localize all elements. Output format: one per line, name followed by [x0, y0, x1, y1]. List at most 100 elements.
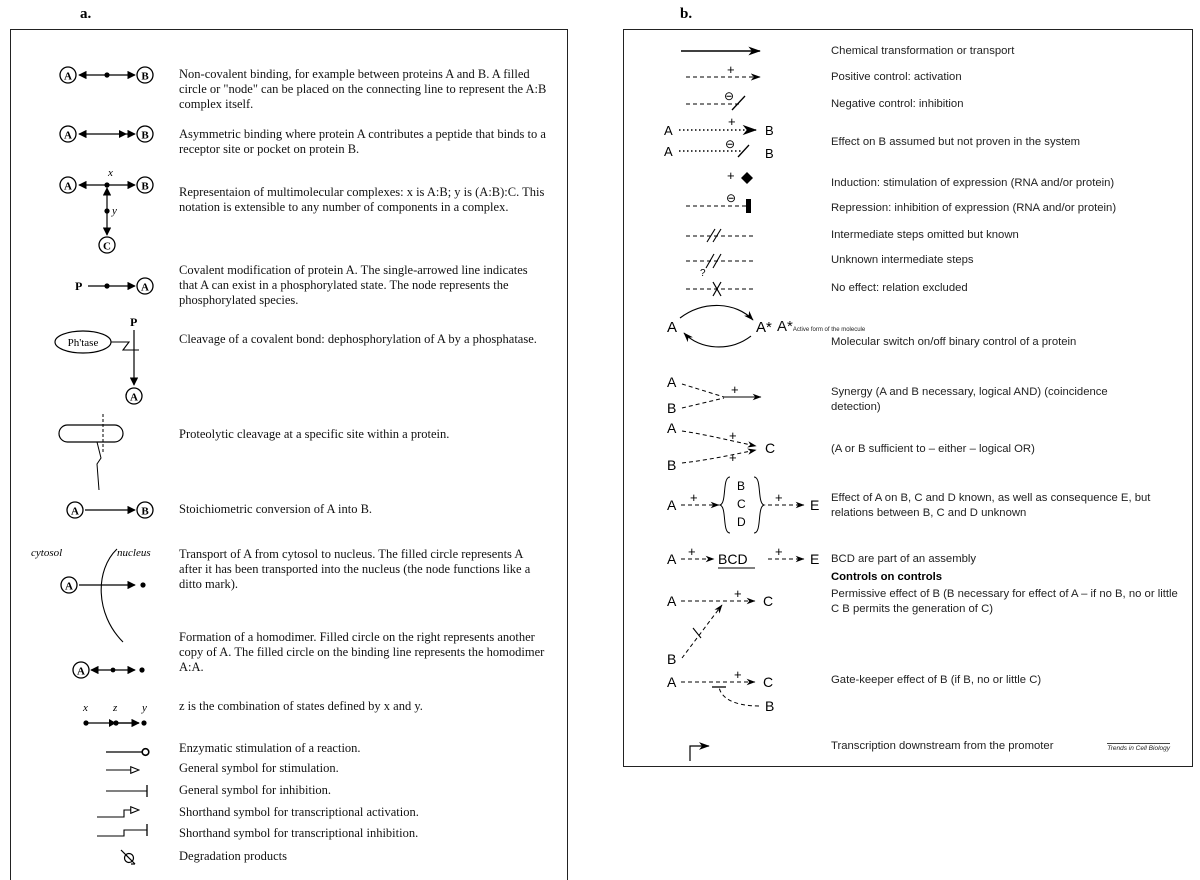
symbol-permissive: A + C B: [667, 586, 773, 667]
active-form-symbol: A*: [777, 318, 793, 335]
label-e: E: [810, 551, 819, 567]
label-a: A: [667, 551, 677, 567]
description-permissive: Permissive effect of B (B necessary for …: [831, 588, 1178, 615]
symbol-homodimer: A: [72, 661, 145, 679]
symbol-negative-control: ⊖: [686, 89, 746, 111]
label-x: x: [107, 167, 113, 179]
label-y: y: [111, 205, 117, 217]
label-a: A: [141, 282, 149, 294]
description-repression: Repression: inhibition of expression (RN…: [831, 202, 1117, 214]
description-molecular-switch: Molecular switch on/off binary control o…: [831, 336, 1077, 348]
panel-b: + ⊖ A + B A ⊖ B + ⊖: [623, 29, 1193, 767]
description-transcriptional-activation: Shorthand symbol for transcriptional act…: [179, 805, 419, 819]
label-b: B: [667, 457, 676, 473]
panel-a: A B A B x A B y C: [10, 29, 568, 880]
svg-text:+: +: [734, 586, 742, 601]
label-b: B: [765, 698, 774, 714]
symbol-bond-cleavage: Ph'tase P A: [54, 315, 143, 405]
svg-text:+: +: [775, 490, 783, 505]
active-form-legend: A*Active form of the molecule: [777, 318, 865, 336]
symbol-degradation: [120, 849, 136, 865]
symbol-multimolecular-complex: x A B y C: [59, 167, 154, 254]
label-a: A: [64, 130, 72, 142]
symbol-state-combination: x z y: [82, 702, 147, 728]
label-phtase: Ph'tase: [68, 337, 99, 349]
label-c: C: [765, 440, 775, 456]
panel-b-symbols: + ⊖ A + B A ⊖ B + ⊖: [664, 46, 819, 761]
description-asymmetric-binding: Asymmetric binding where protein A contr…: [179, 127, 546, 156]
symbol-molecular-switch: A A*: [667, 304, 772, 348]
symbol-non-covalent-binding: A B: [59, 66, 154, 84]
description-transcriptional-inhibition: Shorthand symbol for transcriptional inh…: [179, 826, 419, 840]
label-a: A: [667, 674, 677, 690]
description-assumed-effect: Effect on B assumed but not proven in th…: [831, 136, 1081, 148]
symbol-asymmetric-binding: A B: [59, 125, 154, 143]
label-a: A: [667, 497, 677, 513]
symbol-stoichiometric-conversion: A B: [66, 501, 154, 519]
symbol-steps-omitted: [686, 228, 756, 243]
svg-text:+: +: [727, 62, 735, 77]
label-a: A: [65, 581, 73, 593]
svg-text:⊖: ⊖: [724, 89, 734, 103]
label-a: A: [667, 374, 677, 390]
label-c: C: [763, 674, 773, 690]
controls-heading: Controls on controls: [831, 571, 943, 583]
description-logical-or: (A or B sufficient to – either – logical…: [831, 443, 1035, 455]
label-b: B: [667, 400, 676, 416]
svg-text:+: +: [734, 667, 742, 682]
label-z: z: [112, 702, 118, 714]
symbol-enzymatic-stimulation: [106, 747, 150, 757]
symbol-transcription: [689, 742, 710, 761]
svg-text:+: +: [731, 382, 739, 397]
label-b: B: [765, 123, 774, 138]
description-proteolytic-cleavage: Proteolytic cleavage at a specific site …: [179, 427, 450, 441]
label-a: A: [664, 123, 673, 138]
description-degradation: Degradation products: [179, 849, 287, 863]
label-c: C: [763, 593, 773, 609]
svg-text:+: +: [728, 114, 736, 129]
svg-text:+: +: [729, 428, 737, 443]
description-homodimer: Formation of a homodimer. Filled circle …: [179, 630, 545, 674]
symbol-logical-or: A B + + C: [667, 420, 775, 473]
description-covalent-modification: Covalent modification of protein A. The …: [179, 263, 528, 307]
description-enzymatic-stimulation: Enzymatic stimulation of a reaction.: [179, 741, 361, 755]
label-b: B: [141, 181, 149, 193]
label-b: B: [667, 651, 676, 667]
label-b: B: [141, 506, 149, 518]
description-state-combination: z is the combination of states defined b…: [179, 699, 423, 713]
symbol-induction: +: [727, 168, 753, 184]
label-a: A: [71, 506, 79, 518]
label-a: A: [130, 392, 138, 404]
label-b: B: [141, 130, 149, 142]
description-negative-control: Negative control: inhibition: [831, 98, 964, 110]
panel-a-symbols: A B A B x A B y C: [31, 66, 154, 865]
svg-text:+: +: [729, 450, 737, 465]
description-non-covalent-binding: Non-covalent binding, for example betwee…: [179, 67, 547, 111]
label-c: C: [103, 241, 111, 253]
symbol-synergy: A B +: [667, 374, 762, 416]
label-p: P: [130, 315, 137, 329]
label-b: B: [765, 146, 774, 161]
description-assembly: BCD are part of an assembly: [831, 553, 977, 565]
description-no-effect: No effect: relation excluded: [831, 282, 968, 294]
symbol-covalent-modification: P A: [75, 277, 154, 295]
label-a: A: [64, 71, 72, 83]
symbol-proteolytic-cleavage: [58, 414, 124, 491]
label-cytosol: cytosol: [31, 547, 62, 559]
label-a: A: [664, 144, 673, 159]
panel-b-letter: b.: [680, 6, 693, 22]
description-transcription: Transcription downstream from the promot…: [831, 740, 1054, 752]
description-synergy: Synergy (A and B necessary, logical AND)…: [831, 386, 1108, 413]
svg-text:+: +: [690, 490, 698, 505]
description-gate-keeper: Gate-keeper effect of B (if B, no or lit…: [831, 674, 1042, 686]
symbol-transport: cytosol nucleus A: [31, 547, 151, 643]
symbol-no-effect: [686, 281, 756, 297]
svg-text:⊖: ⊖: [726, 191, 736, 205]
description-transport: Transport of A from cytosol to nucleus. …: [179, 547, 531, 591]
label-c: C: [737, 497, 746, 511]
label-bcd: BCD: [718, 551, 748, 567]
label-b: B: [737, 479, 745, 493]
description-multimolecular-complex: Representaion of multimolecular complexe…: [179, 185, 545, 214]
symbol-consequence: A + B C D + E: [667, 476, 819, 534]
description-bond-cleavage: Cleavage of a covalent bond: dephosphory…: [179, 332, 537, 346]
